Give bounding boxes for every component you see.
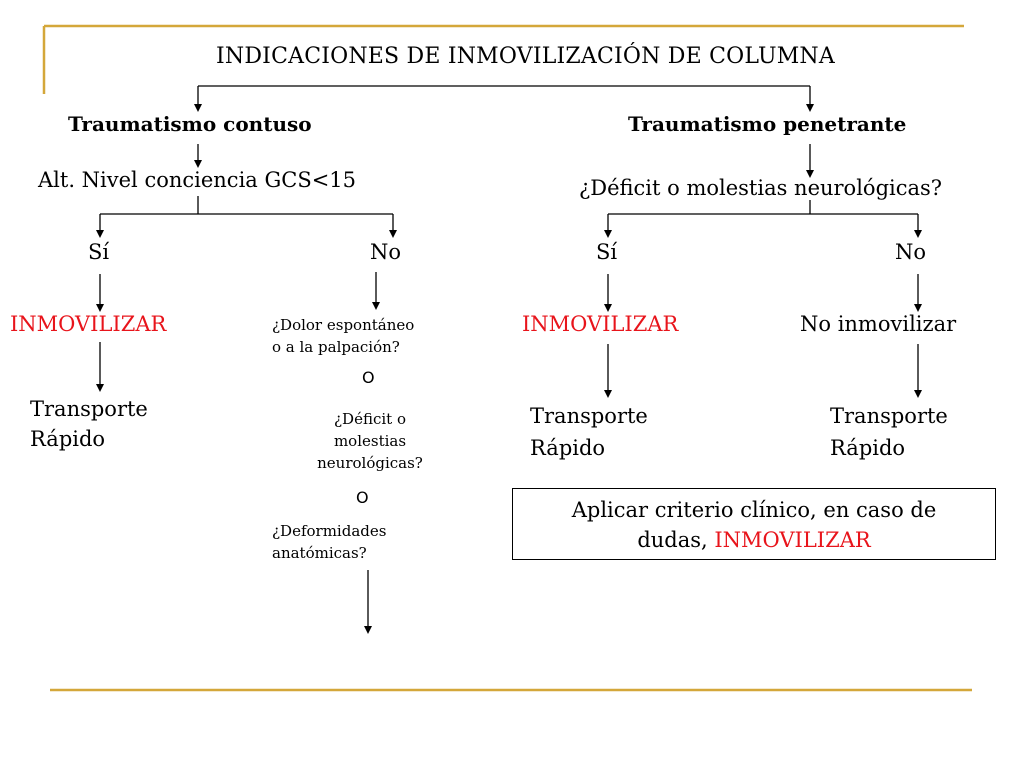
left-no-label: No: [370, 240, 402, 264]
left-no-question-2-line1: ¿Déficit o: [334, 410, 406, 428]
note-line1: Aplicar criterio clínico, en caso de: [571, 498, 937, 522]
right-no-label: No: [895, 240, 927, 264]
left-yes-result-line2: Rápido: [30, 427, 106, 451]
right-yes-result-line1: Transporte: [530, 404, 648, 428]
right-yes-result-line2: Rápido: [530, 436, 606, 460]
right-yes-label: Sí: [596, 240, 618, 264]
clinical-criteria-note: Aplicar criterio clínico, en caso de dud…: [512, 488, 996, 560]
slide-decoration: [42, 24, 972, 692]
left-no-question-3: ¿Deformidades anatómicas?: [272, 520, 386, 564]
left-branch-header: Traumatismo contuso: [68, 112, 312, 136]
left-no-question-1-line1: ¿Dolor espontáneo: [272, 316, 415, 334]
left-no-question-3-line1: ¿Deformidades: [272, 522, 387, 540]
right-condition: ¿Déficit o molestias neurológicas?: [579, 176, 943, 200]
left-no-question-2: ¿Déficit o molestias neurológicas?: [290, 408, 450, 474]
left-no-question-2-line2: molestias: [333, 432, 407, 450]
right-no-result: Transporte Rápido: [830, 400, 948, 464]
left-yes-result: Transporte Rápido: [30, 394, 148, 454]
arrowheads: [96, 104, 922, 634]
or-connector-2: O: [356, 488, 369, 507]
or-connector-1: O: [362, 368, 375, 387]
left-yes-action: INMOVILIZAR: [10, 312, 167, 336]
connector-lines: [99, 85, 919, 626]
right-no-result-line1: Transporte: [830, 404, 948, 428]
note-line2: dudas, INMOVILIZAR: [513, 525, 995, 555]
right-no-action: No inmovilizar: [800, 312, 957, 336]
note-line2-highlight: INMOVILIZAR: [714, 528, 871, 552]
right-branch-header: Traumatismo penetrante: [628, 112, 907, 136]
left-no-question-2-line3: neurológicas?: [317, 454, 423, 472]
left-condition: Alt. Nivel conciencia GCS<15: [38, 168, 357, 192]
right-no-result-line2: Rápido: [830, 436, 906, 460]
right-yes-result: Transporte Rápido: [530, 400, 648, 464]
left-no-question-3-line2: anatómicas?: [272, 544, 367, 562]
left-no-question-1: ¿Dolor espontáneo o a la palpación?: [272, 314, 414, 358]
left-no-question-1-line2: o a la palpación?: [272, 338, 400, 356]
page-title: INDICACIONES DE INMOVILIZACIÓN DE COLUMN…: [216, 44, 835, 69]
right-yes-action: INMOVILIZAR: [522, 312, 679, 336]
left-yes-label: Sí: [88, 240, 110, 264]
note-line2-prefix: dudas,: [637, 528, 715, 552]
left-yes-result-line1: Transporte: [30, 397, 148, 421]
